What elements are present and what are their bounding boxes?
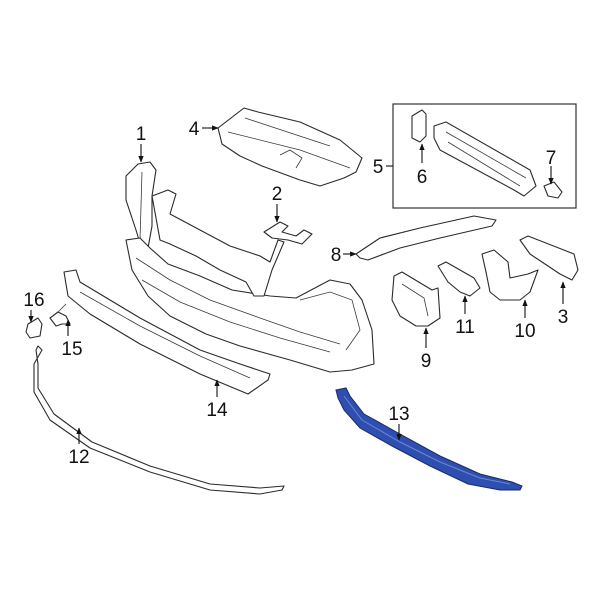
callout-13[interactable]: 13 [388, 404, 409, 425]
callout-5[interactable]: 5 [373, 157, 384, 178]
callout-12[interactable]: 12 [68, 447, 89, 468]
bumper-cover[interactable] [125, 189, 375, 373]
part-2-bracket[interactable] [263, 221, 313, 245]
part-14-lower-valance[interactable] [63, 269, 271, 395]
part-7-fastener [543, 181, 563, 199]
callout-3[interactable]: 3 [558, 307, 569, 328]
callout-11[interactable]: 11 [455, 317, 475, 338]
callout-4[interactable]: 4 [189, 119, 200, 140]
callout-1[interactable]: 1 [136, 124, 147, 145]
part-1-side-bracket[interactable] [125, 161, 157, 251]
callout-2[interactable]: 2 [272, 184, 283, 205]
callout-7[interactable]: 7 [546, 148, 557, 169]
callout-15[interactable]: 15 [61, 339, 82, 360]
leader-lines [28, 125, 566, 444]
part-10-deflector[interactable] [481, 249, 539, 301]
part-12-trim-strip[interactable] [33, 345, 285, 495]
callout-16[interactable]: 16 [23, 290, 44, 311]
callout-10[interactable]: 10 [514, 321, 535, 342]
part-3-bracket[interactable] [519, 235, 579, 281]
part-6-clip [411, 109, 427, 143]
callout-14[interactable]: 14 [206, 400, 228, 421]
part-16-cap[interactable] [25, 317, 43, 339]
callout-6[interactable]: 6 [417, 167, 428, 188]
part-8-strip[interactable] [355, 215, 497, 261]
callout-labels: 1 2 3 4 5 6 7 8 9 10 11 12 13 14 15 16 [23, 119, 568, 468]
part-13-trim-strip-highlighted[interactable] [335, 387, 523, 491]
callout-9[interactable]: 9 [421, 351, 432, 372]
part-5-air-shutter [433, 121, 537, 197]
part-9-bracket[interactable] [391, 271, 441, 327]
callout-8[interactable]: 8 [331, 245, 342, 266]
part-4-radiator-cover[interactable] [217, 107, 363, 187]
part-5-group-box [392, 103, 577, 209]
part-11-bracket[interactable] [437, 261, 481, 297]
part-15-clip[interactable] [49, 303, 71, 327]
